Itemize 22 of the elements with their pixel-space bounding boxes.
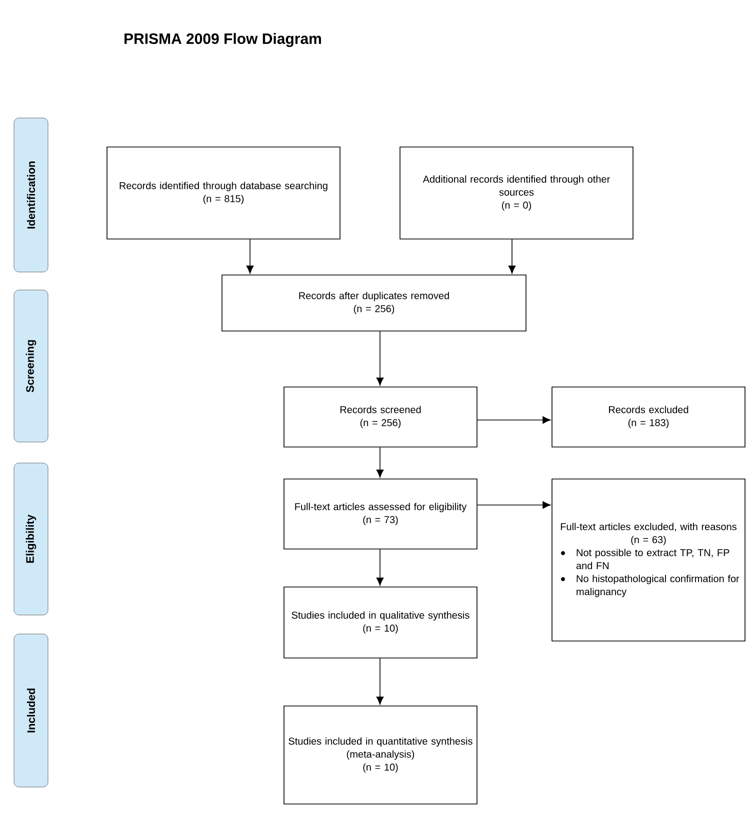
process-box: Records after duplicates removed (n = 256) [222,274,526,332]
arrow [508,239,516,274]
arrow [246,239,254,274]
title: PRISMA 2009 Flow Diagram [124,32,321,48]
arrow [376,447,384,478]
process-box: Studies included in qualitative synthesis (n = 10) [284,586,478,658]
process-box: Records excluded (n = 183) [552,386,746,448]
arrow [376,549,384,586]
phase-label: Included [14,634,48,788]
process-box: Full-text articles excluded, with reasons (n = 63) Not possible to extract TP, TN, FP and FN No histopathological confirmation for malignancy [552,478,746,642]
phase-label: Screening [14,290,48,442]
arrow [477,416,551,424]
arrow [376,331,384,386]
process-box: Records screened (n = 256) [284,386,478,448]
process-box: Additional records identified through other sources (n = 0) [400,146,634,240]
arrow [376,658,384,705]
phase-label: Identification [14,118,48,272]
phase-label: Eligibility [14,462,48,616]
process-box: Records identified through database searching (n = 815) [106,146,340,240]
process-box: Studies included in quantitative synthesis (meta-analysis) (n = 10) [284,706,478,804]
arrow [477,501,551,509]
process-box: Full-text articles assessed for eligibility (n = 73) [284,478,478,550]
